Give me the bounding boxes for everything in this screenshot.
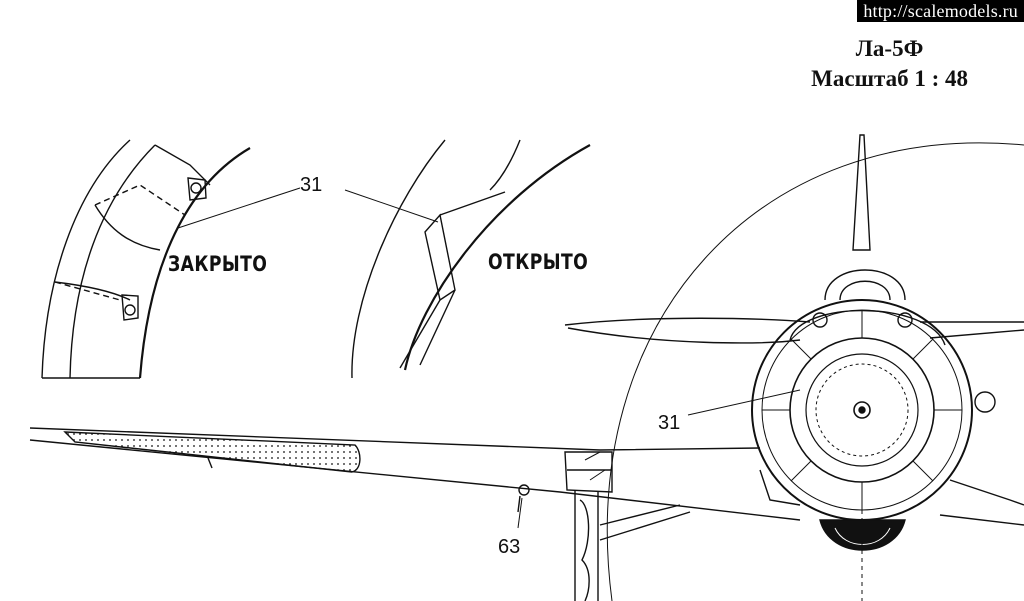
callout-31-top: 31	[300, 174, 323, 196]
closed-label: ЗАКРЫТО	[168, 252, 268, 276]
cowl-flaps-open-detail	[351, 139, 591, 379]
leader-lines-lower	[517, 389, 801, 529]
side-view	[29, 427, 801, 601]
drawing-title: Ла-5Ф Масштаб 1 : 48	[811, 34, 968, 94]
callout-63-gear: 63	[498, 536, 521, 558]
source-watermark: http://scalemodels.ru	[857, 0, 1024, 22]
cowl-flaps-closed-detail	[41, 139, 251, 379]
scale-label: Масштаб 1 : 48	[811, 66, 968, 91]
aircraft-name: Ла-5Ф	[855, 36, 924, 61]
open-label: ОТКРЫТО	[488, 250, 589, 274]
front-view	[564, 134, 1024, 601]
leader-lines-top	[177, 187, 439, 229]
callout-31-front: 31	[658, 412, 681, 434]
